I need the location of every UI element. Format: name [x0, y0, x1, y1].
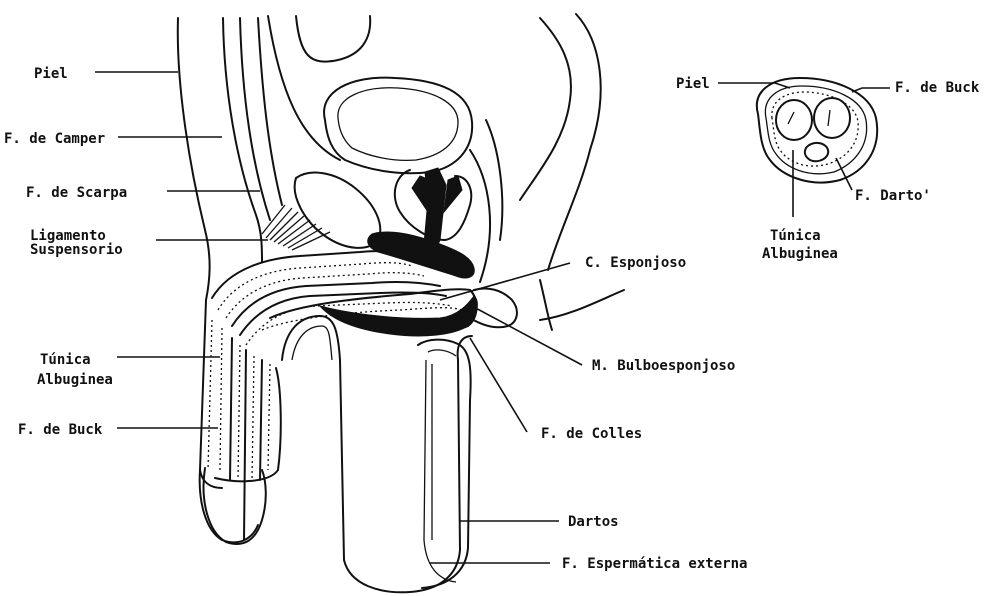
label-cs-tunica: Túnica	[770, 228, 821, 244]
label-fascia-scarpa: F. de Scarpa	[26, 185, 127, 201]
label-musculo-bulboesponjoso: M. Bulboesponjoso	[592, 358, 735, 374]
label-dartos: Dartos	[568, 514, 619, 530]
label-cs-fascia-buck: F. de Buck	[895, 80, 980, 96]
label-fascia-colles: F. de Colles	[541, 426, 642, 442]
label-cuerpo-esponjoso: C. Esponjoso	[585, 255, 686, 271]
cross-section-drawing	[757, 78, 877, 183]
label-piel: Piel	[34, 66, 68, 82]
label-tunica: Túnica	[40, 352, 91, 368]
label-fascia-espermatica: F. Espermática externa	[562, 556, 747, 572]
cross-section-labels: Piel F. de Buck F. Darto' Túnica Albugin…	[676, 76, 980, 262]
label-fascia-buck: F. de Buck	[18, 422, 103, 438]
label-cs-albuginea: Albuginea	[762, 246, 838, 262]
label-suspensorio: Suspensorio	[30, 242, 123, 258]
label-cs-fascia-dartos: F. Darto'	[855, 188, 931, 204]
label-cs-piel: Piel	[676, 76, 710, 92]
sagittal-section-drawing	[178, 14, 624, 592]
label-fascia-camper: F. de Camper	[4, 131, 105, 147]
label-albuginea: Albuginea	[37, 372, 113, 388]
